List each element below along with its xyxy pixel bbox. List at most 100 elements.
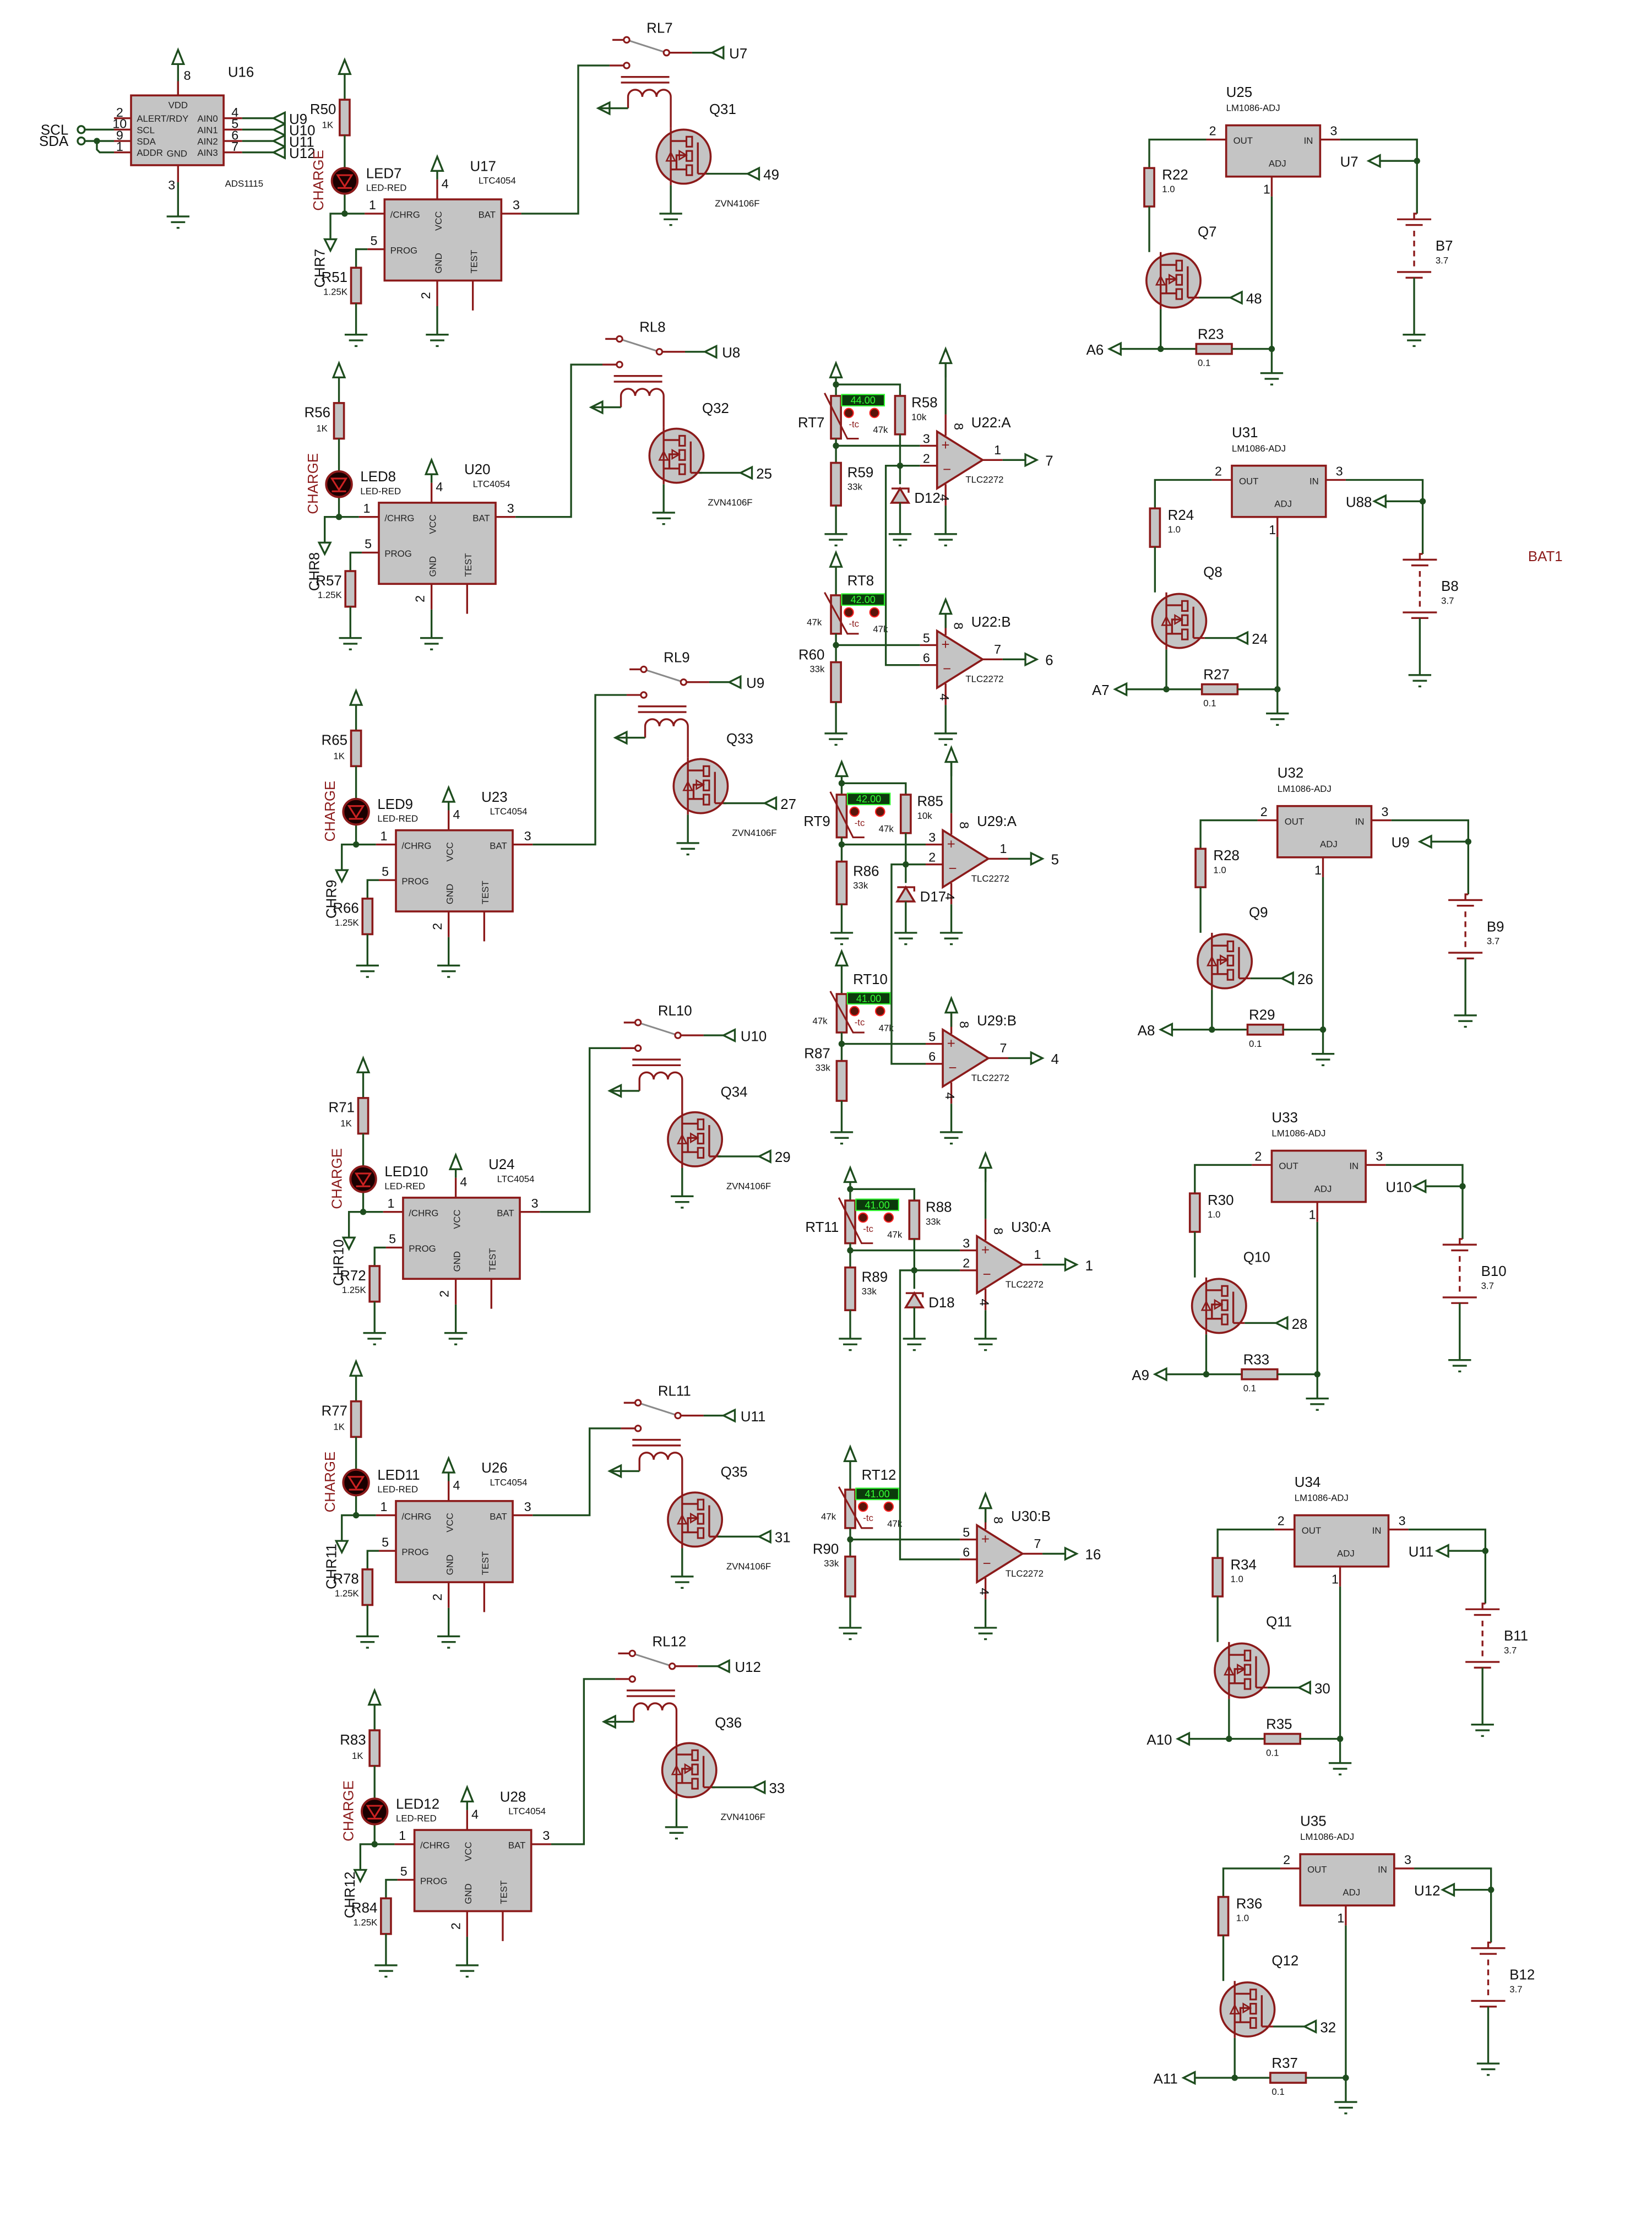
increase-temp-button[interactable] (869, 607, 880, 618)
label: 1 (1337, 1911, 1344, 1925)
zener-body (904, 1291, 925, 1308)
label: LED9 (377, 797, 413, 812)
junction-dot (1158, 345, 1164, 352)
label: 7 (994, 642, 1001, 656)
ground-icon (939, 932, 963, 946)
net-terminal-icon (763, 796, 778, 811)
net-terminal-icon (1412, 1179, 1427, 1194)
net-terminal-icon (1274, 1316, 1289, 1330)
label: ADJ (1269, 159, 1286, 169)
regulator-ic-body (1225, 124, 1322, 178)
opamp-body (976, 1523, 1025, 1584)
ground-icon (676, 842, 699, 856)
label: 4 (471, 1807, 479, 1821)
increase-temp-button[interactable] (874, 806, 885, 817)
ground-icon (659, 213, 682, 226)
label: R50 (310, 102, 336, 117)
increase-temp-button[interactable] (869, 408, 880, 419)
net-terminal-icon (613, 730, 628, 745)
decrease-temp-button[interactable] (844, 607, 854, 618)
resistor-body (350, 267, 362, 305)
increase-temp-button[interactable] (874, 1006, 885, 1017)
label: 26 (1297, 972, 1313, 987)
label: VCC (463, 1842, 474, 1861)
net-terminal-icon (738, 465, 753, 480)
label: TLC2272 (1006, 1568, 1044, 1579)
charger-ic-body (395, 829, 514, 912)
body-diode (1155, 274, 1166, 286)
label: IN (1372, 1525, 1382, 1536)
plus-icon: + (947, 1036, 955, 1051)
label: 1 (1269, 523, 1276, 537)
label: B7 (1436, 238, 1453, 254)
net-terminal-icon (607, 1083, 622, 1098)
label: 1.25K (335, 917, 360, 928)
increase-temp-button[interactable] (883, 1501, 894, 1512)
label: IN (1378, 1865, 1387, 1875)
relay-coil-icon (638, 1452, 683, 1491)
decrease-temp-button[interactable] (849, 806, 860, 817)
label: R65 (322, 733, 347, 748)
led-icon (342, 1468, 370, 1497)
arrow (678, 149, 688, 161)
resistor-body (844, 1266, 856, 1311)
ground-icon (437, 964, 460, 978)
wire (324, 516, 339, 543)
label: U9 (746, 676, 764, 691)
body-diode (1200, 1300, 1212, 1311)
label: 4 (453, 1478, 460, 1492)
io-pin-icon[interactable] (77, 136, 86, 146)
relay-contact (628, 1649, 637, 1658)
decrease-temp-button[interactable] (857, 1212, 868, 1223)
net-terminal-icon (1030, 1051, 1045, 1066)
label: 4 (943, 893, 957, 900)
arrow (671, 448, 681, 460)
label: 1.0 (1162, 184, 1175, 194)
regulator-ic-body (1294, 1514, 1390, 1568)
label: /CHRG (384, 513, 414, 523)
power-arrow-icon (460, 1784, 475, 1810)
led-icon (325, 470, 353, 498)
label: 4 (943, 1093, 957, 1100)
relay-contact (668, 1662, 676, 1670)
decrease-temp-button[interactable] (849, 1006, 860, 1017)
label: /CHRG (420, 1840, 450, 1851)
power-arrow-icon (843, 1165, 857, 1189)
label: 4 (937, 693, 952, 700)
decrease-temp-button[interactable] (857, 1501, 868, 1512)
relay-contact (640, 665, 648, 673)
label: R89 (862, 1269, 888, 1285)
wire (1391, 819, 1469, 895)
arrow-head (171, 47, 186, 66)
led-triangle (347, 805, 365, 819)
net-terminal-icon (271, 122, 286, 137)
net-terminal-icon (323, 238, 338, 253)
label: 32 (1320, 2020, 1336, 2035)
label: IN (1355, 816, 1365, 827)
label: 5 (400, 1864, 407, 1878)
resistor-body (1200, 683, 1239, 696)
label: 3 (168, 178, 175, 192)
thermistor-tc-line (838, 1197, 873, 1245)
increase-temp-button[interactable] (883, 1212, 894, 1223)
label: LM1086-ADJ (1278, 784, 1332, 794)
decrease-temp-button[interactable] (844, 408, 854, 419)
resistor-body (333, 402, 345, 440)
label: 7 (1045, 454, 1053, 469)
arrow-head (424, 457, 439, 475)
label: 0.1 (1243, 1383, 1256, 1394)
label: U34 (1295, 1475, 1320, 1490)
label: AIN2 (197, 136, 218, 146)
label: 47k (873, 425, 888, 435)
label: Q34 (721, 1084, 748, 1100)
net-terminal-icon (1024, 453, 1039, 468)
io-pin-icon[interactable] (77, 125, 86, 134)
label: R34 (1230, 1557, 1256, 1573)
wire (349, 551, 362, 572)
label: 47k (879, 823, 894, 834)
label: A10 (1146, 1732, 1172, 1748)
label: 33k (809, 664, 825, 675)
label: R83 (340, 1732, 366, 1748)
